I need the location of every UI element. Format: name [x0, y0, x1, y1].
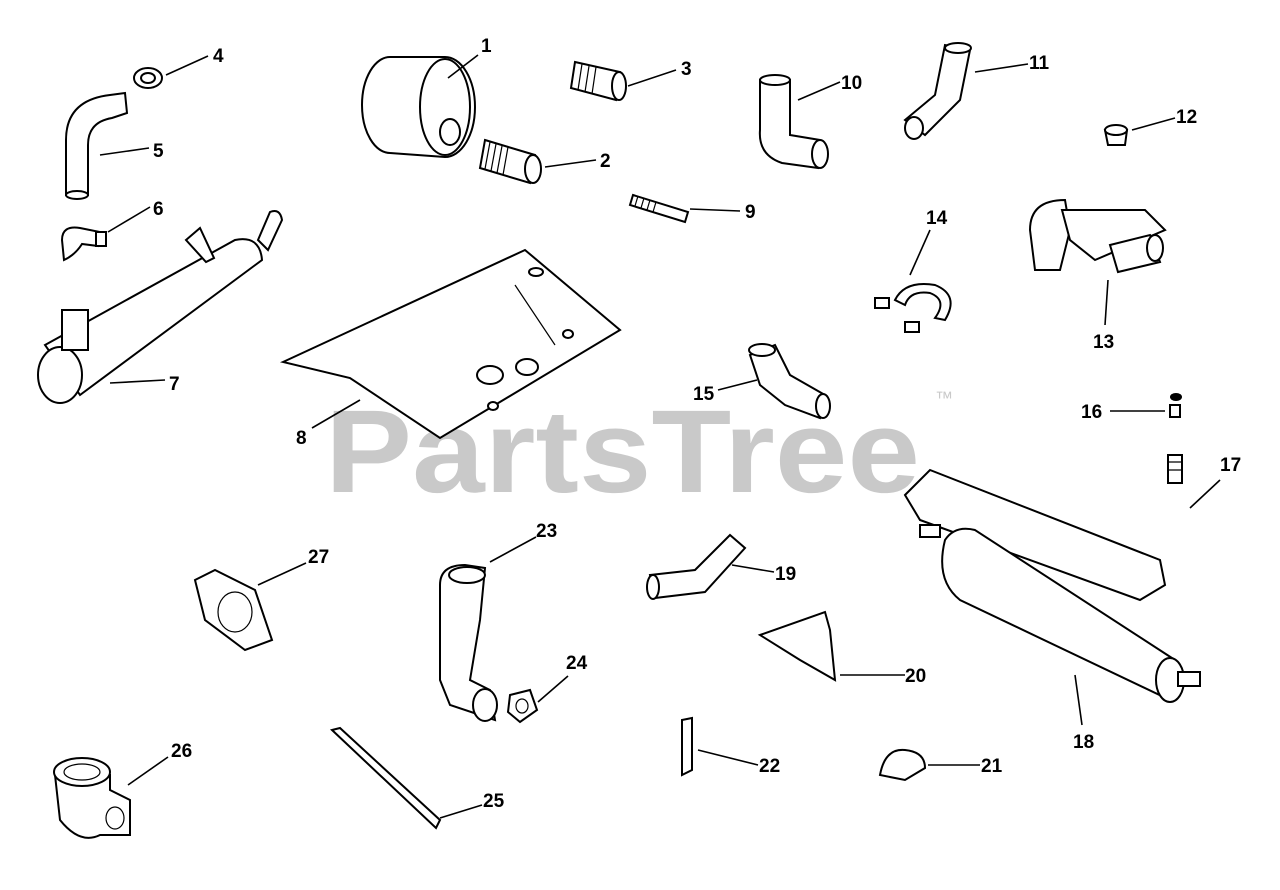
- part-19-pipe[interactable]: [646, 533, 747, 600]
- watermark-trademark: ™: [935, 388, 953, 408]
- part-25-strap[interactable]: [329, 726, 442, 830]
- part-16-plug[interactable]: [1169, 393, 1182, 418]
- callout-4: 4: [213, 46, 224, 67]
- leader-lines: [99, 54, 1221, 819]
- part-23-exhaust-manifold[interactable]: [439, 563, 498, 722]
- part-24-gasket[interactable]: [506, 688, 539, 724]
- callout-12: 12: [1176, 107, 1197, 128]
- callout-8: 8: [296, 428, 307, 449]
- part-8-heat-shield[interactable]: [279, 248, 622, 440]
- part-6-clamp[interactable]: [60, 226, 107, 262]
- callout-14: 14: [926, 208, 948, 229]
- part-14-u-clamp[interactable]: [874, 283, 952, 333]
- part-5-elbow-pipe[interactable]: [65, 91, 129, 200]
- part-18-muffler[interactable]: [903, 468, 1201, 703]
- part-4-lock-nut[interactable]: [133, 67, 163, 89]
- callout-18: 18: [1073, 732, 1094, 753]
- part-26-flange-elbow[interactable]: [53, 757, 131, 839]
- part-15-elbow[interactable]: [748, 343, 831, 420]
- callout-17: 17: [1220, 455, 1241, 476]
- callout-22: 22: [759, 756, 780, 777]
- callout-labels: 1 2 3 4 5 6 7 8 9 10 11 12 13 14 15 16 1…: [153, 36, 1241, 812]
- callout-19: 19: [775, 564, 796, 585]
- callout-9: 9: [745, 202, 756, 223]
- callout-26: 26: [171, 741, 192, 762]
- callout-27: 27: [308, 547, 329, 568]
- callout-25: 25: [483, 791, 505, 812]
- callout-20: 20: [905, 666, 926, 687]
- part-1-cap[interactable]: [361, 56, 476, 159]
- callout-3: 3: [681, 59, 692, 80]
- part-7-muffler[interactable]: [37, 210, 284, 404]
- callout-11: 11: [1029, 53, 1050, 74]
- part-10-elbow[interactable]: [758, 74, 829, 170]
- part-20-bracket[interactable]: [757, 610, 837, 682]
- part-9-stud[interactable]: [628, 193, 690, 224]
- callout-2: 2: [600, 151, 611, 172]
- callout-7: 7: [169, 374, 180, 395]
- callout-15: 15: [693, 384, 715, 405]
- part-27-gasket[interactable]: [193, 568, 274, 652]
- part-2-pipe-nipple[interactable]: [478, 138, 542, 185]
- part-3-pipe-nipple[interactable]: [569, 60, 627, 102]
- callout-23: 23: [536, 521, 557, 542]
- callout-21: 21: [981, 756, 1003, 777]
- part-12-cap[interactable]: [1103, 124, 1129, 146]
- part-11-elbow[interactable]: [903, 42, 972, 140]
- callout-1: 1: [481, 36, 492, 57]
- callout-13: 13: [1093, 332, 1114, 353]
- callout-6: 6: [153, 199, 164, 220]
- callout-10: 10: [841, 73, 862, 94]
- part-22-bracket[interactable]: [681, 716, 693, 777]
- callout-24: 24: [566, 653, 588, 674]
- callout-16: 16: [1081, 402, 1102, 423]
- callout-5: 5: [153, 141, 164, 162]
- part-21-cap[interactable]: [878, 748, 927, 782]
- part-17-spring[interactable]: [1167, 454, 1183, 484]
- part-13-flange-elbow[interactable]: [1028, 198, 1167, 274]
